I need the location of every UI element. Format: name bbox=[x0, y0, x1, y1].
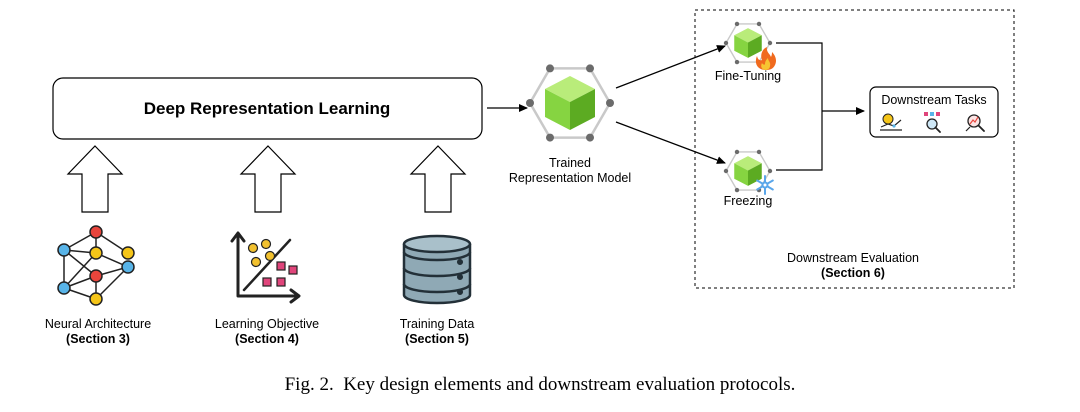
up-arrow-objective bbox=[239, 145, 297, 213]
model-label-line2: Representation Model bbox=[509, 171, 631, 185]
figure-caption: Fig. 2. Key design elements and downstre… bbox=[285, 374, 796, 395]
main-box-title: Deep Representation Learning bbox=[144, 99, 391, 118]
up-arrow-architecture bbox=[66, 145, 124, 213]
input-label-data: Training Data bbox=[400, 317, 475, 331]
downstream-tasks-title: Downstream Tasks bbox=[881, 93, 986, 107]
database-icon bbox=[402, 234, 472, 305]
arrow-to-freezing bbox=[615, 121, 726, 164]
input-section-architecture: (Section 3) bbox=[66, 332, 130, 346]
snowflake-icon bbox=[756, 175, 774, 195]
freezing-label: Freezing bbox=[724, 194, 773, 208]
tasks-connector bbox=[776, 42, 865, 171]
downstream-evaluation-region bbox=[694, 9, 1015, 289]
arrow-to-fine-tuning bbox=[615, 45, 726, 89]
evaluation-section: (Section 6) bbox=[821, 266, 885, 280]
model-label-line1: Trained bbox=[549, 156, 591, 170]
input-section-objective: (Section 4) bbox=[235, 332, 299, 346]
up-arrow-data bbox=[409, 145, 467, 213]
cube-model-icon bbox=[524, 63, 616, 143]
neural-network-icon bbox=[57, 225, 135, 306]
finance-task-icon bbox=[880, 113, 902, 131]
input-section-data: (Section 5) bbox=[405, 332, 469, 346]
search-task-icon bbox=[924, 112, 941, 133]
input-label-architecture: Neural Architecture bbox=[45, 317, 151, 331]
fine-tuning-label: Fine-Tuning bbox=[715, 69, 781, 83]
input-label-objective: Learning Objective bbox=[215, 317, 319, 331]
analysis-task-icon bbox=[965, 114, 985, 132]
evaluation-title: Downstream Evaluation bbox=[787, 251, 919, 265]
fire-icon bbox=[755, 47, 776, 70]
deep-representation-learning-box: Deep Representation Learning bbox=[52, 77, 483, 140]
scatter-plot-icon bbox=[230, 231, 301, 304]
